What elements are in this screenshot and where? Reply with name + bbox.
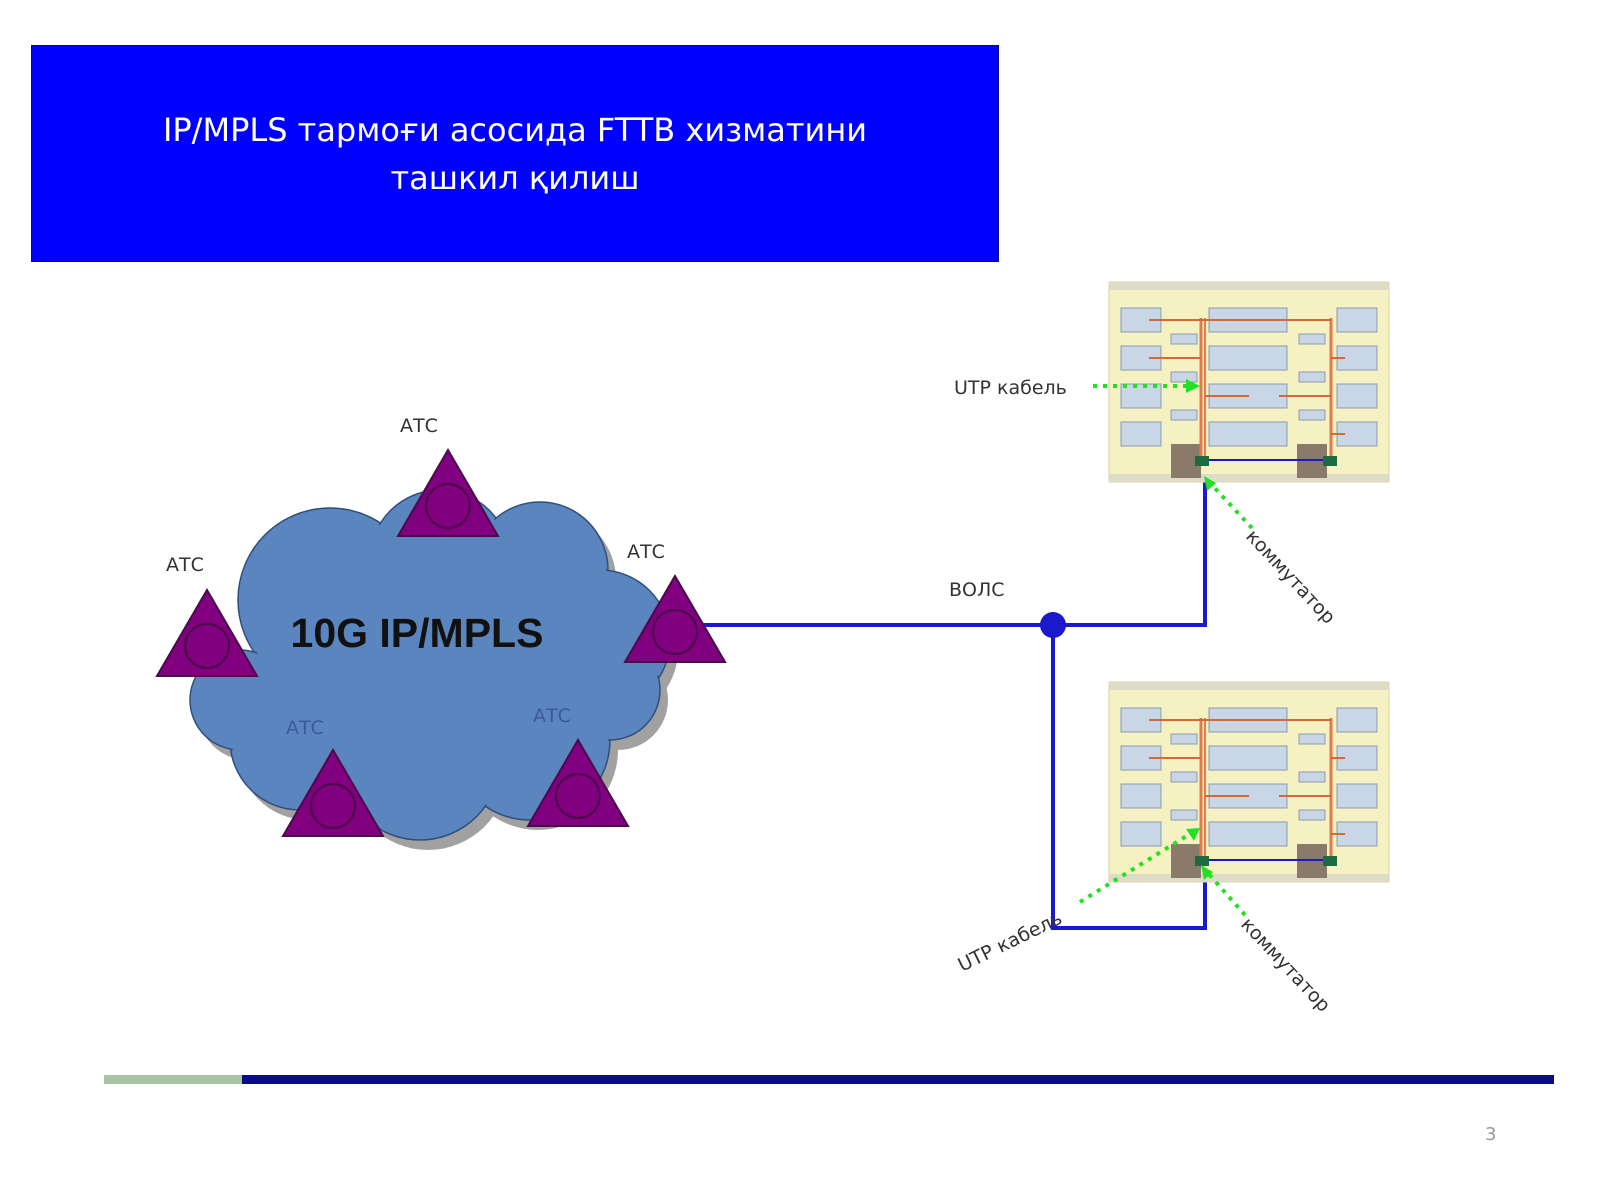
atc-label-left: АТС (166, 554, 204, 576)
slide-title-box: IP/MPLS тармоғи асосида FTTB хизматини т… (31, 45, 999, 262)
utp-cable-label-top: UTP кабель (954, 377, 1067, 399)
atc-label-top: АТС (400, 415, 438, 437)
fiber-junction (1040, 612, 1066, 638)
utp-cable-label-bottom: UTP кабель (955, 907, 1066, 976)
building-bottom (1107, 680, 1391, 884)
atc-label-bottom-right: АТС (533, 705, 571, 727)
page-number: 3 (1485, 1124, 1497, 1145)
fiber-label: ВОЛС (949, 579, 1005, 601)
fiber-lines (680, 465, 1207, 930)
switch-label-bottom: коммутатор (1236, 913, 1334, 1016)
cloud-label: 10G IP/MPLS (291, 610, 544, 656)
slide-title-line-2: ташкил қилиш (390, 158, 640, 197)
atc-node-top (397, 449, 499, 537)
footer-bar (242, 1075, 1554, 1084)
building-top (1107, 280, 1391, 484)
slide-title-line-1: IP/MPLS тармоғи асосида FTTB хизматини (162, 110, 868, 149)
pointers (1078, 384, 1254, 917)
atc-label-right: АТС (627, 541, 665, 563)
atc-label-bottom-left: АТС (286, 717, 324, 739)
switch-label-top: коммутатор (1241, 525, 1339, 628)
footer-accent-bar (104, 1075, 242, 1084)
